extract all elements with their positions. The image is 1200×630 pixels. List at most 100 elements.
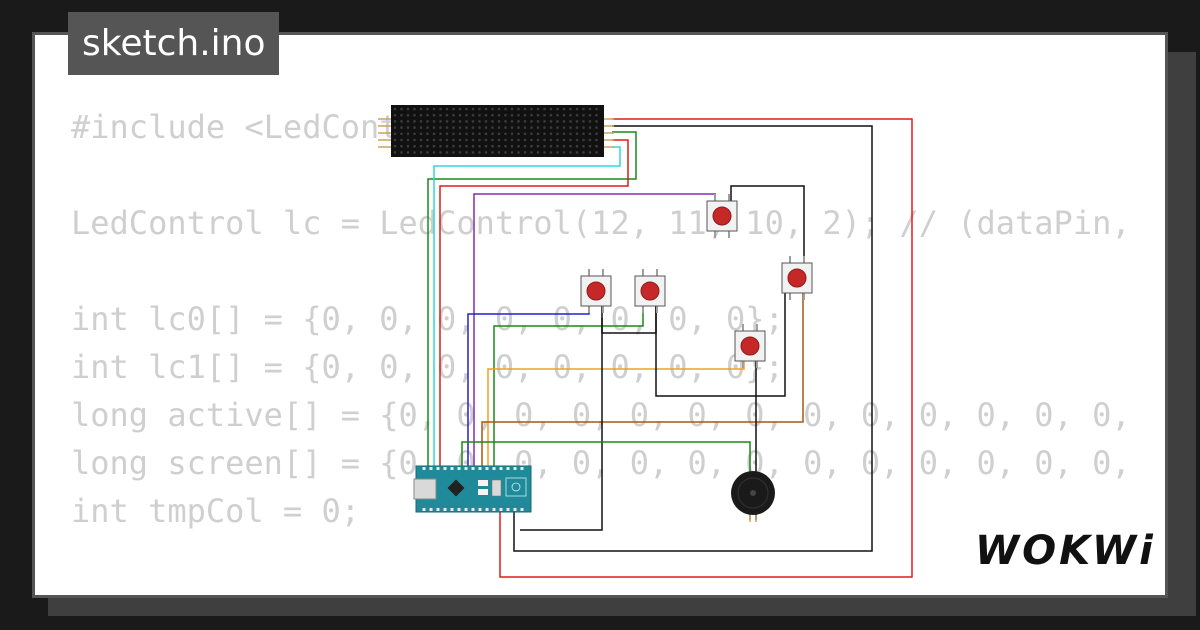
matrix-led	[536, 151, 540, 154]
matrix-led	[491, 138, 494, 142]
matrix-led	[588, 126, 592, 129]
matrix-led	[595, 113, 598, 117]
nano-pin	[485, 467, 489, 470]
matrix-led	[426, 144, 429, 148]
matrix-led	[406, 132, 410, 136]
matrix-led	[582, 107, 585, 111]
matrix-led	[413, 151, 416, 154]
wires	[427, 118, 913, 578]
matrix-led	[465, 126, 468, 129]
matrix-led	[400, 138, 403, 142]
pushbutton-3[interactable]	[634, 269, 666, 313]
matrix-led	[523, 126, 527, 129]
arduino-nano[interactable]	[413, 465, 532, 513]
nano-logo-icon	[511, 482, 521, 492]
matrix-led	[562, 113, 566, 117]
matrix-led	[478, 151, 481, 154]
matrix-led	[530, 132, 533, 136]
nano-logo-box	[505, 477, 527, 497]
matrix-led	[445, 132, 449, 136]
button-leg	[588, 306, 590, 313]
matrix-led	[452, 120, 455, 123]
matrix-led	[504, 132, 507, 136]
button-cap[interactable]	[787, 268, 807, 288]
button-cap[interactable]	[586, 281, 606, 301]
matrix-led	[426, 107, 429, 111]
pushbutton-1[interactable]	[706, 194, 738, 238]
matrix-led	[426, 138, 429, 142]
matrix-led	[426, 113, 429, 117]
matrix-led	[478, 113, 481, 117]
matrix-led	[582, 120, 585, 123]
usb-connector	[413, 478, 437, 500]
pushbutton-4[interactable]	[781, 256, 813, 300]
matrix-led	[419, 120, 423, 123]
led-matrix-pins-left	[378, 118, 391, 148]
matrix-led	[478, 107, 481, 111]
matrix-led	[523, 144, 527, 148]
matrix-led	[582, 138, 585, 142]
matrix-led	[484, 107, 488, 111]
nano-pin	[492, 508, 496, 511]
matrix-led	[530, 113, 533, 117]
matrix-led	[419, 113, 423, 117]
matrix-led	[497, 151, 501, 154]
button-leg	[803, 293, 805, 300]
matrix-led	[432, 113, 436, 117]
matrix-led	[530, 126, 533, 129]
wire-black-button-b-d	[655, 292, 786, 397]
matrix-led	[569, 120, 572, 123]
matrix-led	[419, 107, 423, 111]
matrix-led	[517, 113, 520, 117]
nano-pin	[450, 467, 454, 470]
matrix-led	[523, 113, 527, 117]
matrix-led	[595, 107, 598, 111]
matrix-led	[556, 113, 559, 117]
wire-black-button-ab	[601, 305, 657, 334]
nano-pin	[499, 508, 503, 511]
matrix-led	[536, 120, 540, 123]
matrix-led	[445, 107, 449, 111]
nano-pin	[513, 508, 517, 511]
nano-pin	[506, 508, 510, 511]
matrix-led	[510, 126, 514, 129]
matrix-led	[393, 113, 397, 117]
pushbutton-2[interactable]	[580, 269, 612, 313]
matrix-led	[562, 126, 566, 129]
button-cap[interactable]	[712, 206, 732, 226]
matrix-led	[556, 107, 559, 111]
button-leg	[714, 194, 716, 201]
button-leg	[756, 361, 758, 368]
led-matrix[interactable]	[378, 105, 614, 157]
matrix-led	[478, 126, 481, 129]
matrix-led	[445, 144, 449, 148]
pushbutton-5[interactable]	[734, 324, 766, 368]
matrix-led	[439, 151, 442, 154]
matrix-led	[471, 138, 475, 142]
matrix-led	[400, 144, 403, 148]
nano-pin	[457, 508, 461, 511]
code-line: int tmpCol = 0;	[71, 492, 360, 530]
wire-cyan-matrix-clk	[433, 146, 621, 470]
matrix-led	[393, 107, 397, 111]
nano-header-pins	[422, 467, 524, 511]
matrix-led	[588, 144, 592, 148]
matrix-led	[458, 151, 462, 154]
matrix-led	[595, 151, 598, 154]
button-cap[interactable]	[740, 336, 760, 356]
matrix-led	[439, 144, 442, 148]
matrix-led	[569, 144, 572, 148]
matrix-led	[445, 126, 449, 129]
matrix-led	[484, 126, 488, 129]
matrix-led	[393, 151, 397, 154]
matrix-led	[530, 120, 533, 123]
matrix-led	[452, 126, 455, 129]
matrix-led	[471, 120, 475, 123]
matrix-led	[465, 151, 468, 154]
matrix-led	[543, 132, 546, 136]
matrix-led	[432, 138, 436, 142]
buzzer[interactable]	[731, 471, 775, 522]
file-title-tab: sketch.ino	[68, 12, 280, 75]
wire-black-button1-gnd	[730, 185, 805, 262]
button-cap[interactable]	[640, 281, 660, 301]
